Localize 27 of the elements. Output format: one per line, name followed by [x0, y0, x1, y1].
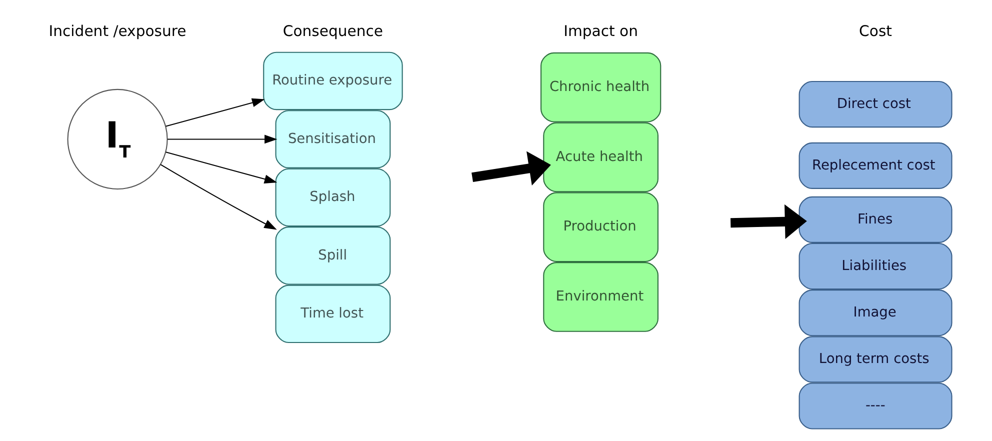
node-box: Direct cost [798, 80, 952, 128]
label: Impact on [564, 22, 638, 40]
node-box: Long term costs [798, 336, 952, 382]
node-box: Acute health [543, 122, 658, 192]
node-box: Liabilities [798, 242, 952, 290]
node-box: Production [543, 192, 658, 262]
node-box: Spill [275, 226, 391, 284]
label: Consequence [282, 22, 384, 40]
label: Incident /exposure [48, 22, 186, 40]
arrow [472, 150, 551, 185]
arrow [730, 204, 807, 238]
node-box: Time lost [275, 284, 391, 343]
node-circle: I$_{T}$ [67, 88, 168, 189]
arrow [166, 151, 278, 183]
node-box: Fines [798, 196, 952, 242]
arrow [160, 164, 277, 230]
node-box: Image [798, 289, 952, 336]
arrow [168, 134, 278, 144]
node-box: ---- [798, 382, 952, 429]
label: Cost [859, 22, 892, 40]
node-box: Replecement cost [798, 142, 952, 188]
node-box: Routine exposure [263, 51, 403, 110]
node-box: Splash [275, 168, 391, 226]
node-box: Sensitisation [275, 110, 391, 168]
node-box: Environment [543, 262, 658, 332]
node-box: Chronic health [540, 52, 662, 122]
arrow [166, 98, 265, 126]
